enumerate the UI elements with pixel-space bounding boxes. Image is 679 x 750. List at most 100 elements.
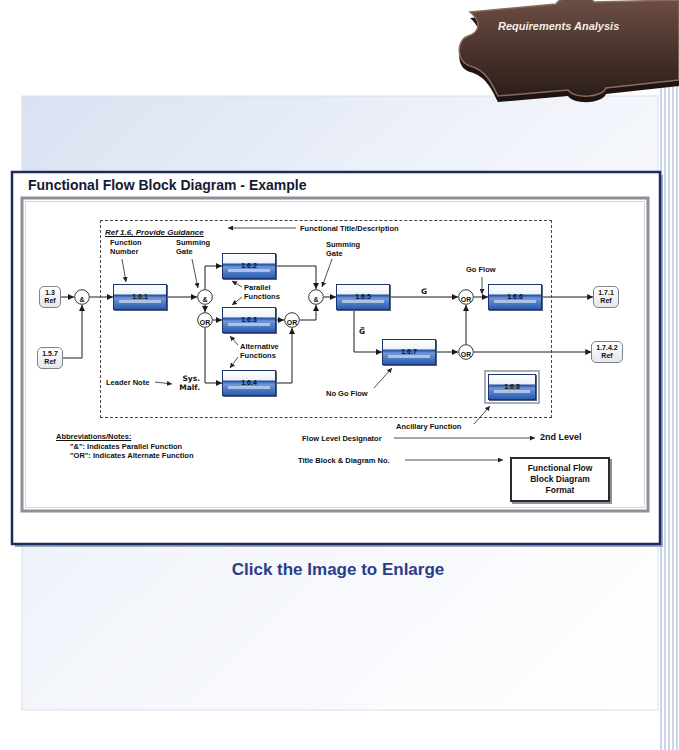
title-block: Functional Flow Block Diagram Format xyxy=(510,457,610,502)
summing-gate: OR xyxy=(284,312,300,328)
leader-line xyxy=(192,259,198,288)
annotation-text: Parallel Functions xyxy=(244,283,280,301)
reference-box: 1.3 Ref xyxy=(39,286,60,308)
node-text: Functional Flow Block Diagram Format xyxy=(516,463,604,496)
function-box: 1.6.4 xyxy=(222,370,276,396)
leader-line xyxy=(232,281,242,287)
flow-connector xyxy=(90,297,113,298)
flow-connector xyxy=(276,266,316,289)
notes-heading: Abbreviations/Notes: xyxy=(56,432,131,441)
annotation-text: Ancillary Function xyxy=(396,422,461,431)
summing-gate: OR xyxy=(458,344,474,360)
caption-text: Click the Image to Enlarge xyxy=(232,560,445,580)
puzzle-piece xyxy=(459,0,679,96)
flow-connector xyxy=(167,297,197,298)
annotation-text: Summing Gate xyxy=(176,238,210,256)
leader-line xyxy=(230,357,238,368)
gate-symbol: OR xyxy=(287,315,298,331)
flow-connector xyxy=(276,328,292,383)
gate-symbol: & xyxy=(313,292,318,308)
annotation-text: Go Flow xyxy=(466,265,496,274)
ancillary-function-box: 1.6.8 xyxy=(488,374,536,400)
flow-connector xyxy=(474,352,591,353)
function-box: 1.6.5 xyxy=(336,284,390,310)
node-text: 1.5.7 Ref xyxy=(42,350,58,366)
annotation-text: Summing Gate xyxy=(326,240,360,258)
flow-connector xyxy=(542,297,593,298)
panel-shadow xyxy=(15,175,663,547)
flow-connector xyxy=(324,297,336,298)
flow-label: G̅ xyxy=(358,327,366,336)
summing-gate: OR xyxy=(197,312,213,328)
note-text: "&": Indicates Parallel Function xyxy=(70,442,182,451)
flow-connector xyxy=(205,266,222,289)
node-text: 1.3 Ref xyxy=(44,289,55,305)
leader-line xyxy=(230,336,238,345)
node-text: 1.6.7 xyxy=(401,347,417,356)
leader-line xyxy=(405,460,503,461)
flow-connector xyxy=(276,320,284,321)
reference-box: 1.5.7 Ref xyxy=(37,347,63,369)
gate-symbol: & xyxy=(79,292,84,308)
leader-line xyxy=(322,259,332,287)
node-text: 1.6.6 xyxy=(507,292,523,301)
panel-frame xyxy=(12,172,660,544)
leader-line xyxy=(482,277,483,294)
leader-line xyxy=(155,382,172,384)
leader-line xyxy=(228,228,296,229)
leader-line xyxy=(374,368,392,388)
leader-line xyxy=(122,259,126,282)
flow-connector xyxy=(436,352,458,353)
summing-gate: & xyxy=(197,289,213,305)
annotation-text: No Go Flow xyxy=(326,389,368,398)
diagram-frame xyxy=(22,198,648,511)
flow-label: Sys. Malf. xyxy=(178,374,201,392)
node-text: 1.7.1 Ref xyxy=(598,289,614,305)
gate-symbol: OR xyxy=(461,292,472,308)
leader-line xyxy=(394,438,535,439)
summing-gate: & xyxy=(308,289,324,305)
flow-connector xyxy=(213,320,222,321)
node-text: Ref 1.6, Provide Guidance xyxy=(105,228,204,238)
node-text: 1.6.1 xyxy=(132,292,148,301)
node-text: 1.6.4 xyxy=(241,378,257,387)
function-box: 1.6.1 xyxy=(113,284,167,310)
reference-box: 1.7.1 Ref xyxy=(593,286,619,308)
level-designator: 2nd Level xyxy=(540,432,582,443)
flow-connector xyxy=(205,328,222,383)
flow-connector xyxy=(354,310,382,352)
reference-box: 1.7.4.2 Ref xyxy=(591,341,622,363)
gate-symbol: OR xyxy=(200,315,211,331)
annotation-text: Functional Title/Description xyxy=(300,224,399,233)
panel-title: Functional Flow Block Diagram - Example xyxy=(28,177,307,194)
node-text: 1.6.8 xyxy=(504,382,520,391)
note-text: "OR": Indicates Alternate Function xyxy=(70,451,194,460)
leader-line xyxy=(232,297,242,305)
gate-symbol: & xyxy=(202,292,207,308)
flow-label: G xyxy=(420,287,428,296)
flow-connector xyxy=(390,297,458,298)
function-box: 1.6.6 xyxy=(488,284,542,310)
diagram-frame-inner xyxy=(26,202,645,508)
node-text: 1.6.3 xyxy=(241,315,257,324)
function-box: 1.6.2 xyxy=(222,253,276,279)
node-text: 1.6.5 xyxy=(355,292,371,301)
puzzle-label: Requirements Analysis xyxy=(498,20,619,33)
flow-connector xyxy=(63,305,82,358)
annotation-text: Function Number xyxy=(110,238,142,256)
annotation-text: Alternative Functions xyxy=(240,342,279,360)
annotation-text: Leader Note xyxy=(106,378,149,387)
flow-connector xyxy=(474,297,488,298)
annotation-text: Title Block & Diagram No. xyxy=(298,456,390,465)
function-box: 1.6.3 xyxy=(222,307,276,333)
node-text: 1.6.2 xyxy=(241,261,257,270)
annotation-text: Flow Level Designator xyxy=(302,434,382,443)
flow-connector xyxy=(205,305,206,312)
summing-gate: OR xyxy=(458,289,474,305)
function-box: 1.6.7 xyxy=(382,339,436,365)
gate-symbol: OR xyxy=(461,347,472,363)
